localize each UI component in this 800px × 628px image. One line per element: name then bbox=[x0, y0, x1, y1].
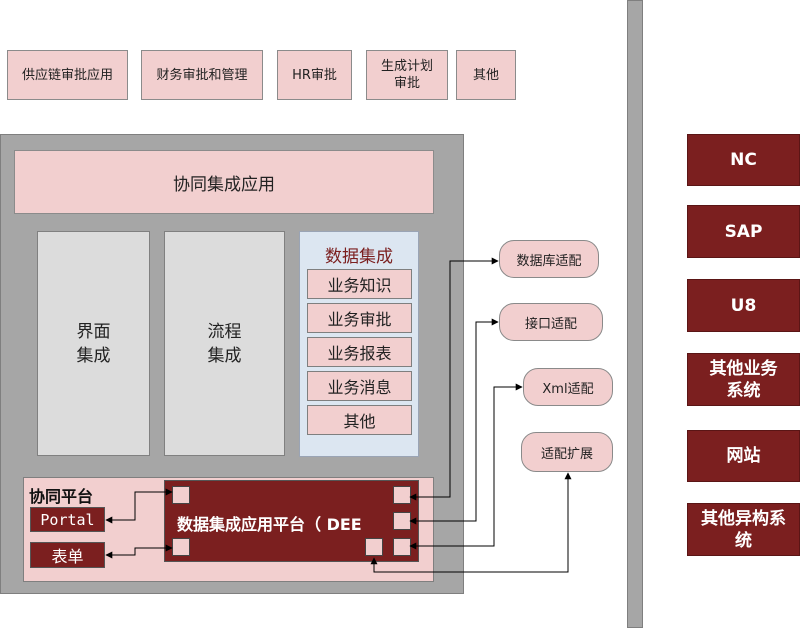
collab-platform-title: 协同平台 bbox=[29, 487, 94, 506]
ui-integration: 界面 集成 bbox=[37, 231, 150, 456]
form-box: 表单 bbox=[30, 542, 105, 568]
app-supply-chain: 供应链审批应用 bbox=[7, 50, 128, 100]
app-production-plan: 生成计划 审批 bbox=[366, 50, 448, 100]
connector-dee-extension bbox=[370, 472, 572, 573]
data-integration-title: 数据集成 bbox=[325, 247, 393, 267]
adapter-xml: Xml适配 bbox=[523, 368, 613, 406]
collab-app: 协同集成应用 bbox=[14, 150, 434, 214]
system-nc: NC bbox=[687, 134, 800, 186]
flow-integration: 流程 集成 bbox=[164, 231, 285, 456]
data-item-report: 业务报表 bbox=[307, 337, 412, 367]
connector-dee-xml bbox=[409, 383, 523, 550]
adapter-interface: 接口适配 bbox=[499, 303, 603, 341]
portal-box: Portal bbox=[30, 507, 105, 532]
connector-dee-database bbox=[409, 257, 499, 501]
connector-form-dee bbox=[105, 544, 173, 559]
adapter-database: 数据库适配 bbox=[499, 240, 599, 278]
app-other: 其他 bbox=[456, 50, 516, 100]
adapter-extension: 适配扩展 bbox=[521, 432, 613, 472]
system-website: 网站 bbox=[687, 430, 800, 482]
system-sap: SAP bbox=[687, 205, 800, 258]
data-item-approval: 业务审批 bbox=[307, 303, 412, 333]
data-integration: 数据集成 业务知识 业务审批 业务报表 业务消息 其他 bbox=[299, 231, 419, 457]
data-item-knowledge: 业务知识 bbox=[307, 269, 412, 299]
app-hr: HR审批 bbox=[277, 50, 352, 100]
data-item-message: 业务消息 bbox=[307, 371, 412, 401]
data-item-other: 其他 bbox=[307, 405, 412, 435]
connector-dee-interface bbox=[409, 318, 499, 525]
app-finance: 财务审批和管理 bbox=[141, 50, 263, 100]
dee-title: 数据集成应用平台（ DEE bbox=[177, 515, 362, 534]
connector-portal-dee bbox=[105, 488, 173, 524]
system-other-business: 其他业务 系统 bbox=[687, 353, 800, 406]
